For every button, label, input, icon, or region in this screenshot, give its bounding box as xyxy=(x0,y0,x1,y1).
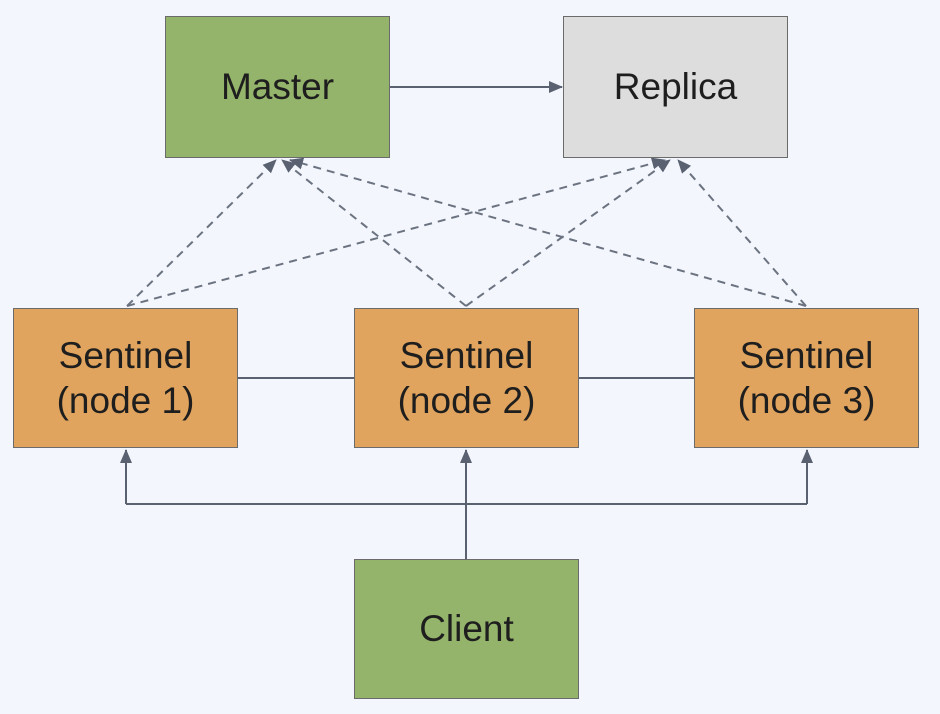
node-sentinel-2-subtitle: (node 2) xyxy=(397,380,536,421)
node-client: Client xyxy=(354,559,579,699)
node-replica: Replica xyxy=(563,16,788,158)
node-replica-label: Replica xyxy=(613,66,738,108)
node-sentinel-3-title: Sentinel xyxy=(739,334,874,376)
edge-sentinel1-to-master xyxy=(126,159,277,307)
node-sentinel-1-title: Sentinel xyxy=(58,334,193,376)
node-sentinel-1-subtitle: (node 1) xyxy=(56,380,195,421)
node-master-label: Master xyxy=(220,66,335,108)
edge-sentinel1-to-replica xyxy=(126,157,666,307)
node-sentinel-3-subtitle: (node 3) xyxy=(737,380,876,421)
node-sentinel-1: Sentinel (node 1) xyxy=(13,308,238,448)
node-sentinel-3: Sentinel (node 3) xyxy=(694,308,919,448)
node-sentinel-2-title: Sentinel xyxy=(399,334,534,376)
node-master: Master xyxy=(165,16,390,158)
node-sentinel-2: Sentinel (node 2) xyxy=(354,308,579,448)
edge-sentinel2-to-replica xyxy=(465,159,671,307)
edge-sentinel3-to-replica xyxy=(677,159,807,307)
node-client-label: Client xyxy=(419,608,514,650)
edge-sentinel3-to-master xyxy=(289,157,807,307)
edge-sentinel2-to-master xyxy=(281,159,467,307)
